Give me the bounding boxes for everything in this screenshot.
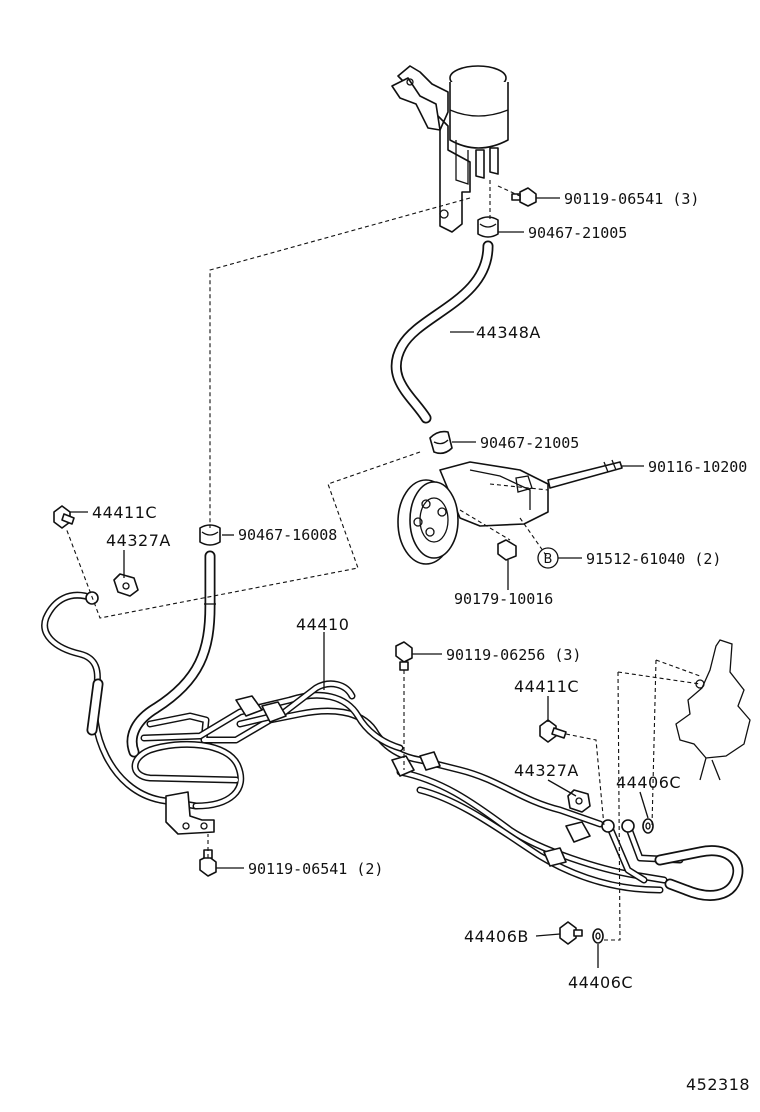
leader-lines xyxy=(70,197,649,968)
pump-hose-clamp xyxy=(429,430,453,455)
clamp-bolt-center xyxy=(395,641,413,671)
label-bolt-reservoir: 90119-06541 (3) xyxy=(564,190,699,208)
steering-gear-housing xyxy=(675,639,751,781)
label-clamp-hose: 90467-16008 xyxy=(238,526,337,544)
label-bolt-b: 91512-61040 (2) xyxy=(586,550,721,568)
pipe-assembly xyxy=(41,591,744,901)
union-bolt-lower xyxy=(559,921,583,945)
pump-nut xyxy=(497,539,517,561)
pressure-hose xyxy=(126,550,216,758)
label-gasket-right: 44406C xyxy=(616,773,681,792)
label-clamp-reservoir: 90467-21005 xyxy=(528,224,627,242)
clip-left xyxy=(113,573,139,597)
diagram-number: 452318 xyxy=(686,1075,750,1094)
clip-right xyxy=(567,789,591,813)
gasket-right xyxy=(642,818,654,834)
label-union-bolt-left: 44411C xyxy=(92,503,157,522)
label-clip-left: 44327A xyxy=(106,531,171,550)
label-gasket-lower: 44406C xyxy=(568,973,633,992)
bracket-bolt-lower xyxy=(199,849,217,877)
pressure-hose-clamp xyxy=(199,524,221,546)
label-hose-return: 44348A xyxy=(476,323,541,342)
reservoir-hose-clamp xyxy=(477,216,499,238)
return-hose xyxy=(390,240,494,424)
label-pipe-assy: 44410 xyxy=(296,615,349,634)
dashed-relation-lines xyxy=(65,180,701,941)
union-bolt-left xyxy=(53,505,75,529)
gasket-lower xyxy=(592,928,604,944)
reservoir-tank xyxy=(391,65,509,233)
power-steering-pump xyxy=(397,461,549,565)
label-union-bolt-lower: 44406B xyxy=(464,927,529,946)
label-nut-pump: 90179-10016 xyxy=(454,590,553,608)
label-bolt-clamp-center: 90119-06256 (3) xyxy=(446,646,581,664)
label-bolt-lower: 90119-06541 (2) xyxy=(248,860,383,878)
label-clip-right: 44327A xyxy=(514,761,579,780)
label-clamp-pump: 90467-21005 xyxy=(480,434,579,452)
circle-b-text: B xyxy=(544,552,553,567)
union-bolt-right xyxy=(539,719,567,743)
label-stud-pump: 90116-10200 xyxy=(648,458,747,476)
circle-b-marker: B xyxy=(537,547,559,569)
reservoir-bolt xyxy=(511,187,537,207)
pump-stud xyxy=(547,459,623,489)
label-union-bolt-right: 44411C xyxy=(514,677,579,696)
